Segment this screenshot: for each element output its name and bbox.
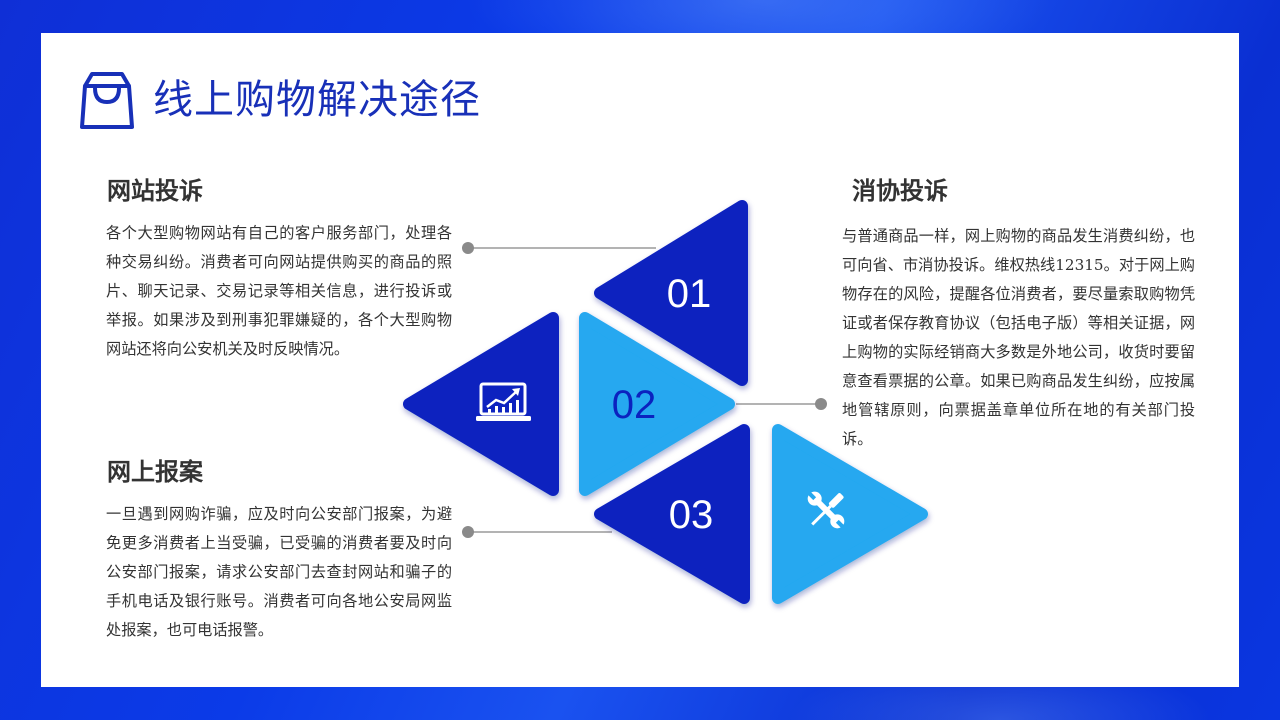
consumer-association-heading: 消协投诉 [852,176,948,205]
website-complaint-heading: 网站投诉 [107,176,203,205]
online-report-body: 一旦遇到网购诈骗，应及时向公安部门报案，为避免更多消费者上当受骗，已受骗的消费者… [106,505,452,639]
website-complaint-body: 各个大型购物网站有自己的客户服务部门，处理各种交易纠纷。消费者可向网站提供购买的… [106,224,452,358]
page-title: 线上购物解决途径 [153,77,481,123]
online-report-heading: 网上报案 [107,457,203,486]
shopping-bag-icon [80,72,134,129]
consumer-association-body: 与普通商品一样，网上购物的商品发生消费纠纷，也可向省、市消协投诉。维权热线123… [842,227,1195,448]
